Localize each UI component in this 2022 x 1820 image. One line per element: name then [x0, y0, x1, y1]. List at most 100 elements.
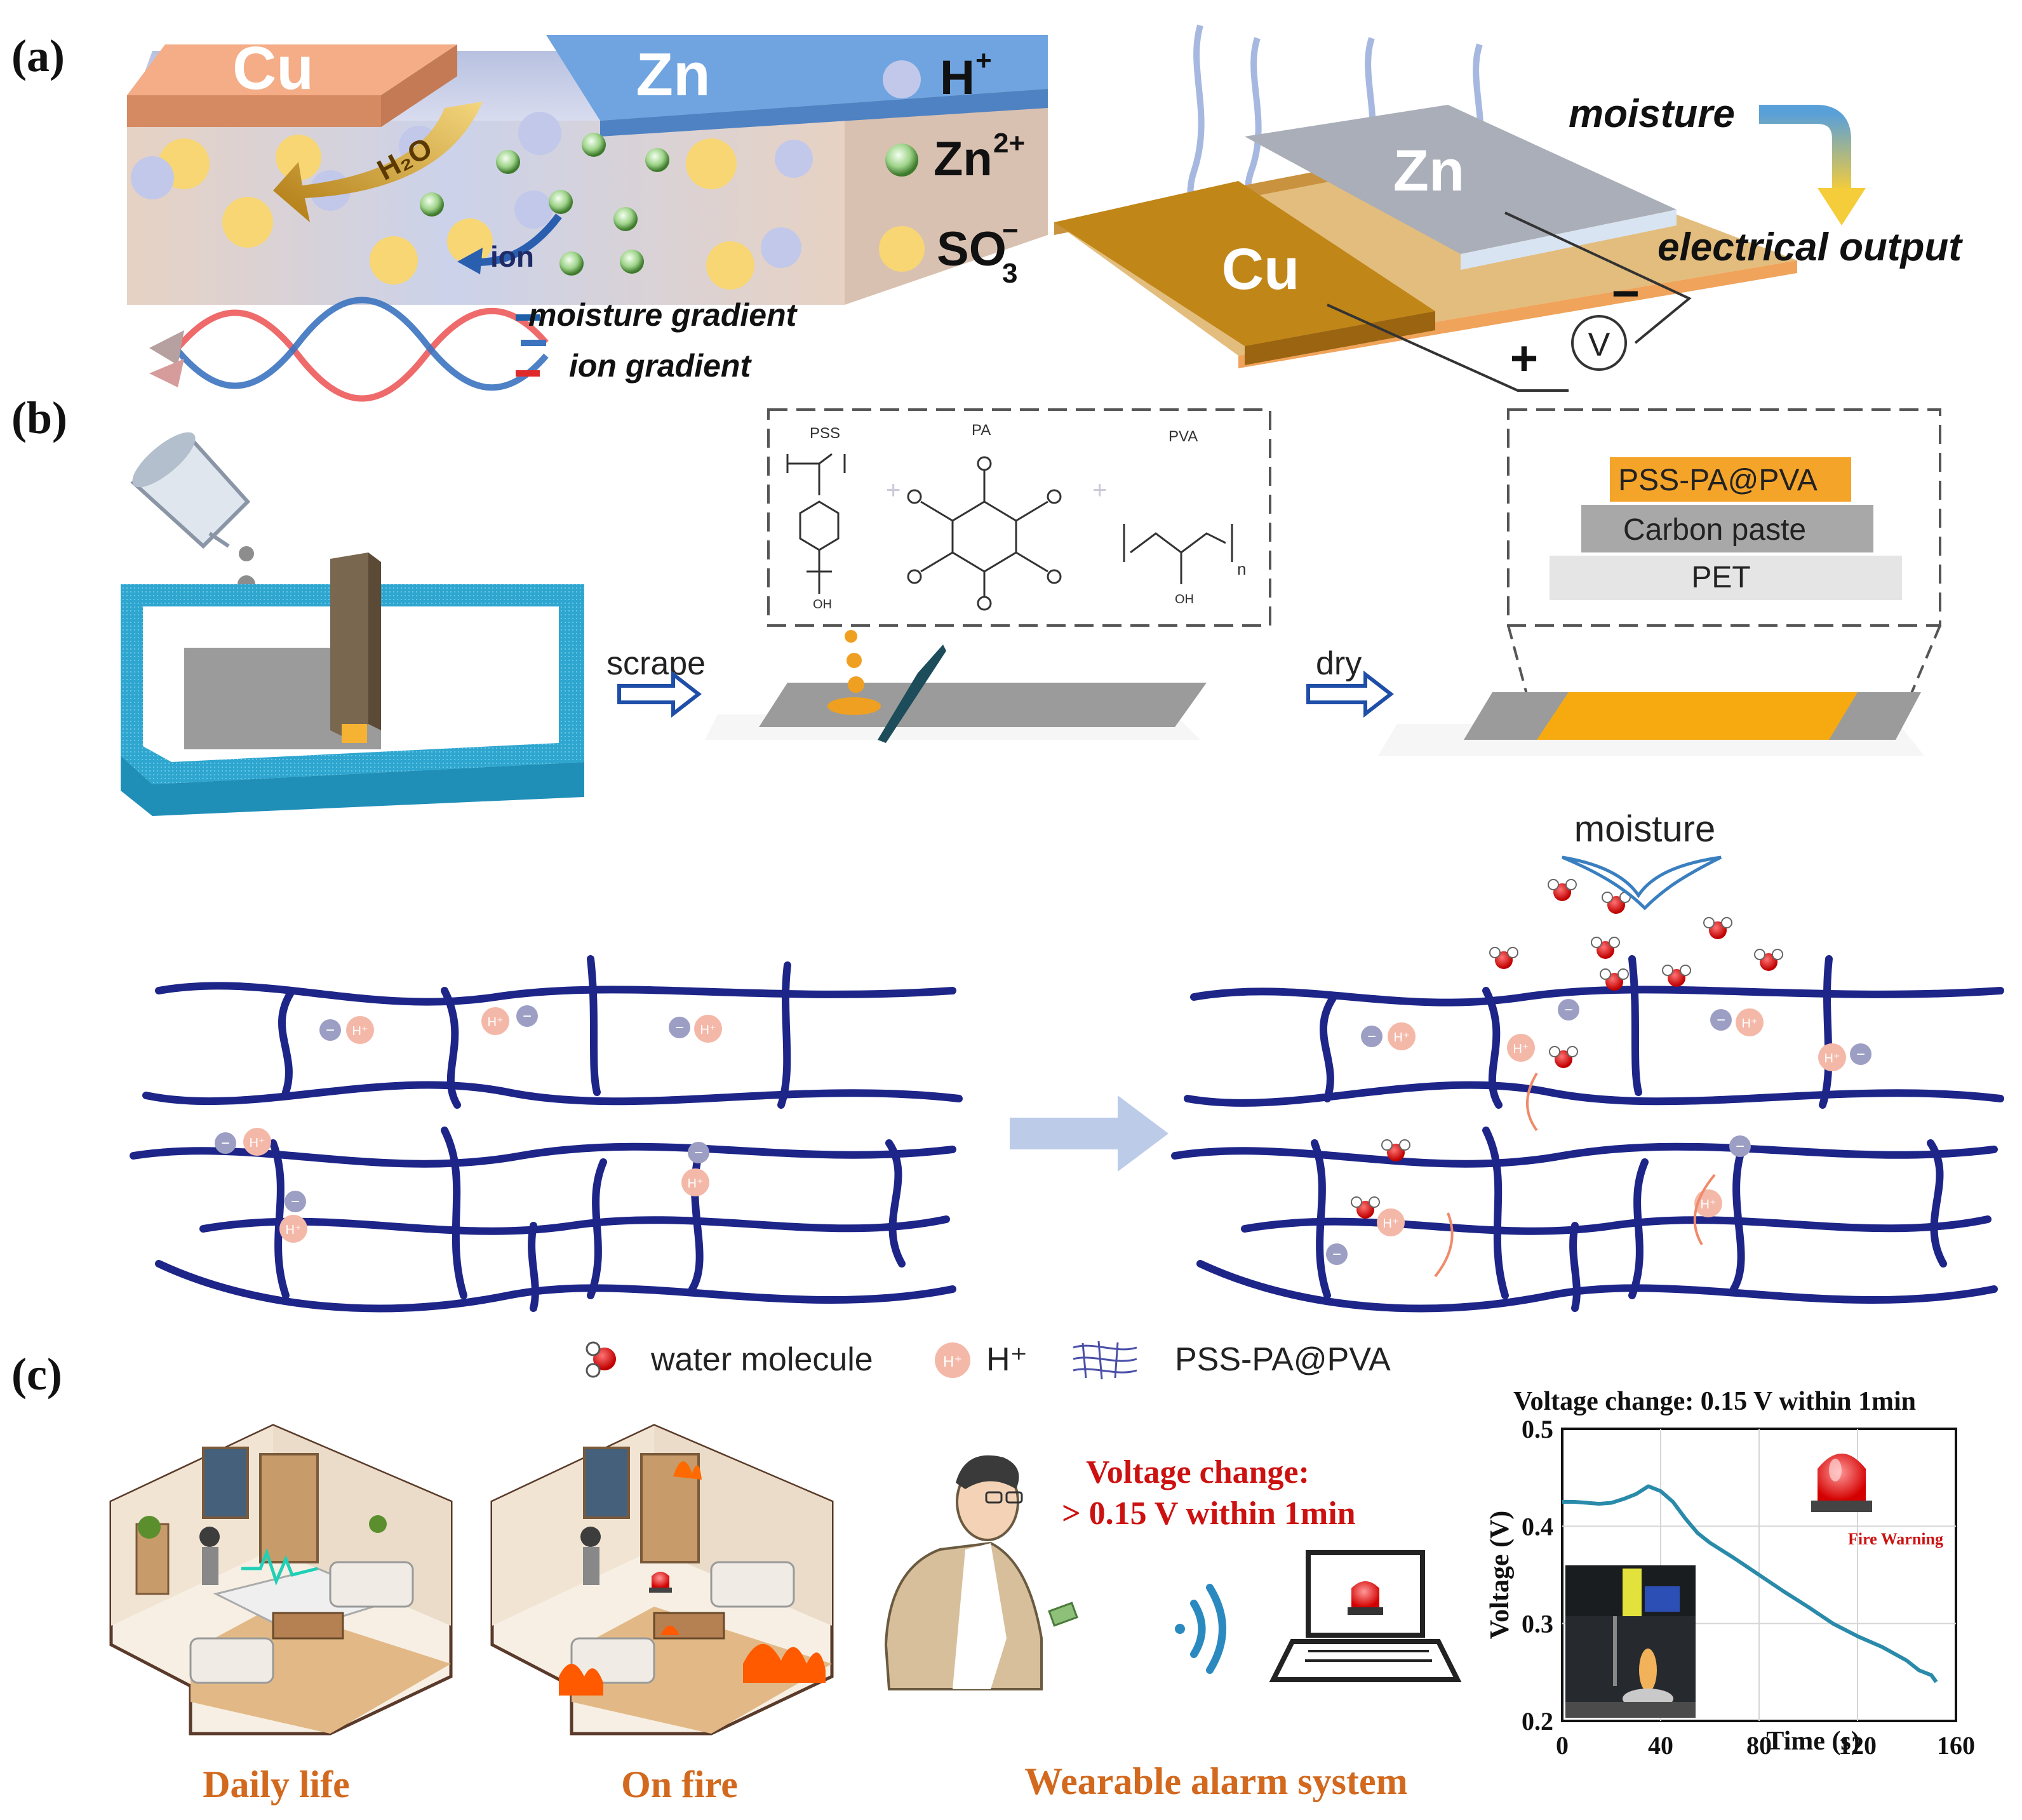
device-zn-label: Zn [1393, 138, 1464, 203]
minus-terminal: − [1612, 267, 1640, 321]
y-tick-label: 0.3 [1522, 1610, 1553, 1638]
scene-on-fire-label: On fire [621, 1763, 738, 1805]
voltage-note-line2: > 0.15 V within 1min [1062, 1495, 1356, 1532]
chart-ylabel: Voltage (V) [1485, 1511, 1515, 1640]
plus-terminal: + [1510, 331, 1538, 385]
pa-label: PA [972, 422, 991, 439]
anion-6: − [694, 1144, 703, 1161]
scrape-arrow [617, 670, 702, 718]
moisture-electric-device: Zn Cu V + − moisture electrical output [1054, 24, 1963, 392]
network-ions-wet: − H⁺ − − H⁺ − H⁺ H⁺ − H⁺ H⁺ − [1326, 999, 1871, 1278]
anion-w6: − [1332, 1246, 1341, 1263]
proton-w1: H⁺ [1394, 1031, 1410, 1045]
proton-4: H⁺ [250, 1136, 265, 1150]
pss-label: PSS [810, 425, 840, 442]
network-ions-dry: − H⁺ H⁺ − − H⁺ − H⁺ − H⁺ − H⁺ [215, 1005, 722, 1243]
water-molecules [1351, 879, 1783, 1219]
proton-1: H⁺ [352, 1024, 368, 1038]
person-wearing-sensor [884, 1455, 1078, 1690]
ion-label: ion [490, 240, 534, 273]
wireless-icon [1175, 1584, 1226, 1674]
anion-3: − [675, 1019, 684, 1036]
zn-electrode-top [546, 35, 1048, 121]
anion-w4: − [1856, 1046, 1865, 1063]
sulfonate-icon [879, 226, 925, 272]
dry-label: dry [1316, 645, 1362, 682]
moisture-label-a: moisture [1569, 92, 1735, 136]
voltage-note-line1: Voltage change: [1086, 1454, 1309, 1490]
plus-sign-2: + [1092, 476, 1107, 504]
layer-mid-label: Carbon paste [1623, 513, 1806, 547]
plus-sign-1: + [886, 476, 901, 504]
chemical-structures-box: PSS PA PVA OH + + [767, 408, 1271, 627]
legend-network-label: PSS-PA@PVA [1175, 1341, 1391, 1378]
fire-warning-siren-icon [1811, 1454, 1872, 1512]
polymer-network-dry [130, 955, 963, 1313]
y-tick-label: 0.4 [1522, 1512, 1553, 1541]
anion-w5: − [1736, 1138, 1744, 1155]
electrical-output-label: electrical output [1657, 225, 1963, 269]
x-tick-label: 80 [1746, 1731, 1772, 1760]
beaker-icon [130, 432, 251, 549]
proton-w5: H⁺ [1701, 1198, 1717, 1212]
network-mesh-icon [1073, 1341, 1137, 1380]
legend-proton-sup: + [975, 45, 992, 76]
panel-label-c: (c) [11, 1349, 62, 1400]
coating-step: dry [705, 630, 1394, 743]
signal-wave-icon [241, 1548, 318, 1586]
fire-warning-label: Fire Warning [1848, 1530, 1943, 1548]
ion-gradient-label: ion gradient [569, 348, 752, 384]
h2o-arrow [273, 102, 483, 222]
x-tick-label: 160 [1937, 1731, 1975, 1760]
layer-pet [1550, 556, 1902, 600]
laptop-icon [1269, 1550, 1462, 1682]
anion-2: − [523, 1008, 532, 1025]
proton-w6: H⁺ [1383, 1217, 1399, 1231]
inset-photo [1565, 1565, 1696, 1718]
pva-n-label: n [1237, 559, 1246, 579]
anion-w2: − [1564, 1001, 1573, 1019]
scrape-label: scrape [606, 645, 706, 682]
layer-bottom-label: PET [1691, 561, 1750, 594]
flame-icons [559, 1461, 826, 1696]
legend-sulfonate: SO [937, 222, 1007, 276]
water-molecule-icon [586, 1341, 616, 1378]
proton-2: H⁺ [488, 1015, 504, 1029]
legend-proton-icon-text: H⁺ [943, 1353, 962, 1370]
coated-film [1537, 692, 1858, 740]
x-tick-label: 120 [1838, 1731, 1877, 1760]
cu-electrode-top [127, 44, 457, 95]
layer-top-label: PSS-PA@PVA [1618, 464, 1818, 497]
anion-w3: − [1717, 1012, 1725, 1029]
legend-sulfonate-sub: 3 [1002, 258, 1017, 289]
legend-sulfonate-sup: − [1002, 215, 1019, 246]
proton-icon [883, 60, 921, 98]
mini-siren-icon [649, 1572, 672, 1593]
proton-3: H⁺ [700, 1023, 716, 1037]
cu-label: Cu [232, 34, 314, 102]
device-cu-label: Cu [1222, 237, 1300, 302]
proton-w4: H⁺ [1513, 1042, 1529, 1056]
legend-proton: H [940, 51, 975, 105]
anion-5: − [291, 1193, 300, 1210]
pss-structure [786, 453, 846, 594]
zinc-ion-icon [885, 144, 918, 177]
layer-pss-pa-pva [1610, 457, 1851, 502]
x-tick-label: 0 [1556, 1731, 1569, 1760]
layer-carbon [1581, 505, 1873, 552]
layer-stack: PSS-PA@PVA Carbon paste PET [1378, 408, 1941, 756]
moisture-gradient-label: moisture gradient [528, 297, 798, 333]
gradient-waves: moisture gradient ion gradient [149, 297, 798, 402]
proton-5: H⁺ [286, 1223, 302, 1237]
panel-label-a: (a) [11, 30, 65, 81]
moisture-label-b: moisture [1574, 808, 1715, 850]
anion-1: − [326, 1022, 335, 1039]
pva-label: PVA [1168, 428, 1198, 445]
zn-strip [1245, 105, 1677, 254]
voltmeter-label: V [1588, 326, 1610, 363]
ion-arrow [457, 248, 483, 274]
room-on-fire [490, 1424, 834, 1736]
zn-label: Zn [636, 41, 710, 109]
